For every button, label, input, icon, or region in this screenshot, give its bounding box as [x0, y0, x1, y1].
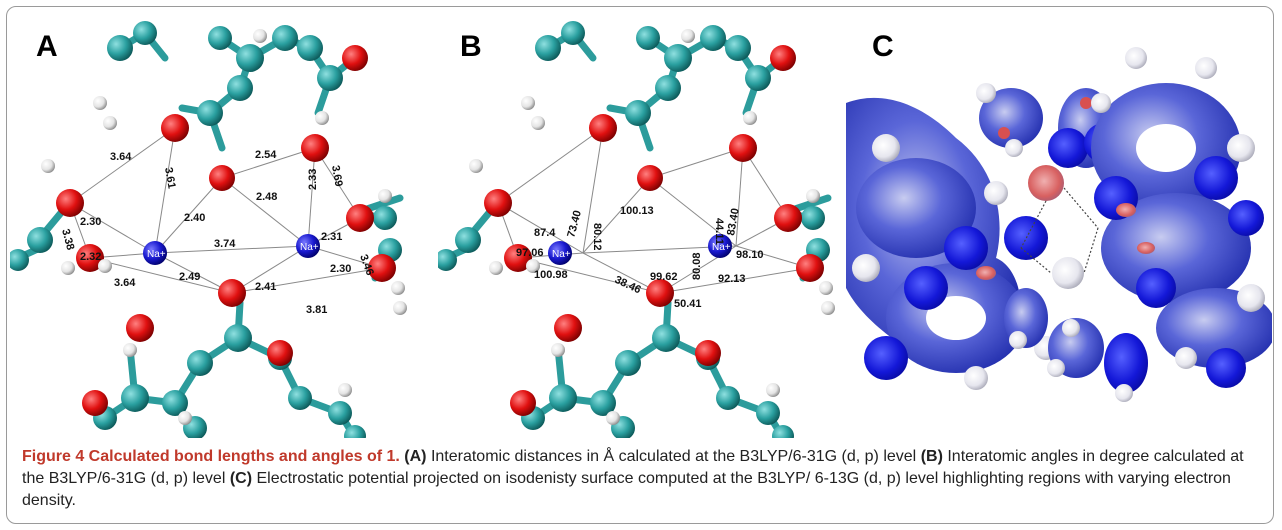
- distance-label: 2.31: [321, 231, 342, 243]
- panel-b-bond-angles: Na+ Na+ 87.4 73.40 100.13 80.12 97.06 44…: [438, 21, 835, 438]
- caption-text-c: Electrostatic potential projected on iso…: [22, 470, 1231, 509]
- distance-label: 3.74: [214, 238, 236, 250]
- angle-label: 100.98: [534, 269, 568, 281]
- distance-label: 2.49: [179, 271, 200, 283]
- sodium-atom: [548, 241, 572, 265]
- sodium-atom: [296, 234, 320, 258]
- angle-label: 44.11: [713, 218, 725, 245]
- angle-label: 92.13: [718, 273, 746, 285]
- caption-title: Figure 4 Calculated bond lengths and ang…: [22, 448, 400, 465]
- distance-label: 3.64: [114, 277, 136, 289]
- panel-a-bond-lengths: Na+ Na+ 3.64 3.61 2.54 3.69 2.48 2.33 2.…: [10, 21, 407, 438]
- distance-label: 2.41: [255, 281, 276, 293]
- caption-text-b: Interatomic angles in degree calculated …: [22, 448, 1244, 487]
- figure-caption: Figure 4 Calculated bond lengths and ang…: [22, 446, 1262, 512]
- na-label: Na+: [300, 242, 319, 253]
- distance-label: 3.46: [357, 253, 376, 277]
- panel-c-label: C: [872, 30, 894, 63]
- angle-label: 98.10: [736, 249, 764, 261]
- angle-label: 99.62: [650, 271, 678, 283]
- isodensity-surface: [846, 47, 1272, 402]
- distance-label: 2.30: [80, 216, 101, 228]
- na-label: Na+: [552, 249, 571, 260]
- panel-c-electrostatic-potential: [846, 47, 1272, 402]
- distance-label: 3.64: [110, 151, 132, 163]
- na-label: Na+: [712, 242, 731, 253]
- distance-label: 3.61: [162, 166, 178, 189]
- distance-label: 2.40: [184, 212, 205, 224]
- distance-label: 3.81: [306, 304, 327, 316]
- angle-label: 80.12: [591, 223, 603, 251]
- angle-label: 83.40: [725, 207, 742, 236]
- angle-label: 38.46: [613, 274, 643, 297]
- distance-label: 2.54: [255, 149, 277, 161]
- caption-tag-c: (C): [229, 470, 253, 487]
- distance-label: 2.48: [256, 191, 277, 203]
- distance-label: 2.33: [307, 169, 319, 190]
- distance-label: 3.69: [329, 164, 345, 187]
- angle-label: 80.08: [691, 252, 703, 280]
- panel-b-label: B: [460, 30, 482, 63]
- molecule-backbone: Na+ Na+: [438, 21, 835, 438]
- angle-label: 97.06: [516, 247, 544, 259]
- angle-label: 87.4: [534, 227, 556, 239]
- distance-label: 2.30: [330, 263, 351, 275]
- molecule-backbone: Na+ Na+: [10, 21, 407, 438]
- panel-a-label: A: [36, 30, 58, 63]
- caption-tag-b: (B): [920, 448, 943, 465]
- angle-label: 100.13: [620, 205, 654, 217]
- angle-label: 73.40: [565, 209, 584, 239]
- distance-labels: 3.64 3.61 2.54 3.69 2.48 2.33 2.40 2.30 …: [59, 149, 376, 316]
- caption-tag-a: (A): [404, 448, 427, 465]
- na-label: Na+: [147, 249, 166, 260]
- caption-text-a: Interatomic distances in Å calculated at…: [426, 448, 921, 465]
- sodium-atom: [708, 234, 732, 258]
- distance-label: 3.38: [59, 228, 76, 252]
- angle-label: 50.41: [674, 298, 702, 310]
- distance-label: 2.32: [80, 251, 101, 263]
- sodium-atom: [143, 241, 167, 265]
